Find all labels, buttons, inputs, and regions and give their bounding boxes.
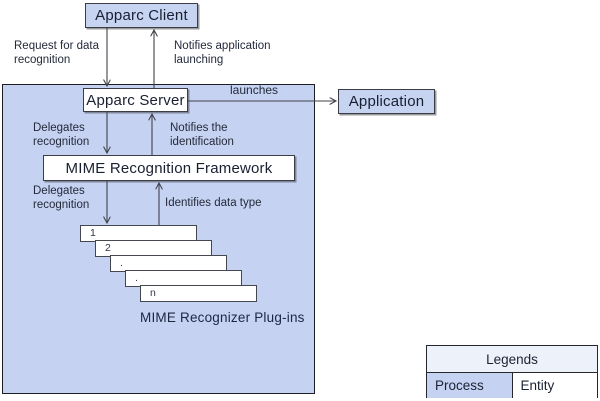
- edge-label-notifies-the-identification: Notifies the identification: [170, 122, 234, 148]
- edge-label-launches: launches: [230, 83, 279, 97]
- node-application: Application: [338, 89, 435, 114]
- legend-title: Legends: [427, 346, 597, 373]
- edge-label-identifies-data-type: Identifies data type: [165, 197, 262, 209]
- node-apparc-client-label: Apparc Client: [95, 7, 188, 24]
- edge-label-delegates-recognition-bottom: Delegates recognition: [33, 185, 90, 211]
- node-apparc-server: Apparc Server: [83, 88, 188, 112]
- plugins-stack-caption: MIME Recognizer Plug-ins: [140, 310, 305, 325]
- node-mime-recognition-framework-label: MIME Recognition Framework: [65, 159, 273, 177]
- legend-row: Process Entity: [427, 373, 597, 398]
- legend-table: Legends Process Entity: [426, 345, 598, 398]
- plugin-box-n: n: [140, 285, 257, 302]
- edge-label-delegates-recognition-top: Delegates recognition: [33, 122, 90, 148]
- node-mime-recognition-framework: MIME Recognition Framework: [43, 155, 295, 181]
- node-application-label: Application: [348, 93, 425, 110]
- edge-label-request-for-data-recognition: Request for data recognition: [14, 40, 100, 66]
- node-apparc-client: Apparc Client: [85, 3, 198, 28]
- node-apparc-server-label: Apparc Server: [86, 91, 185, 109]
- legend-cell-entity: Entity: [512, 373, 597, 398]
- edge-label-notifies-application-launching: Notifies application launching: [174, 40, 271, 66]
- legend-cell-process: Process: [427, 373, 513, 398]
